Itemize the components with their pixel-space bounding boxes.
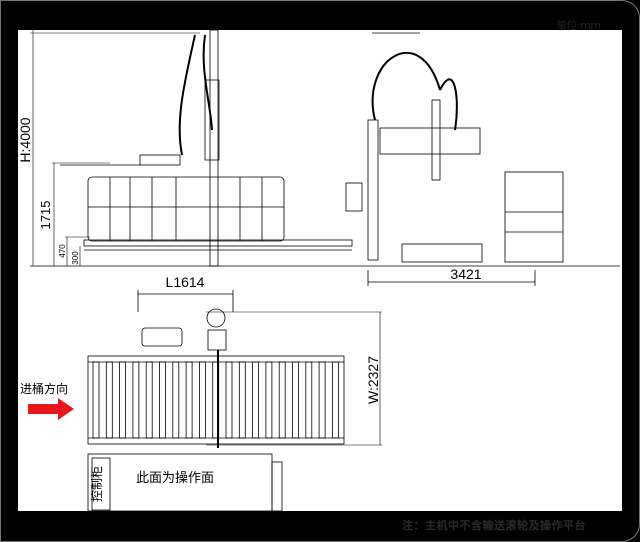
dim-height-conveyor: 300	[71, 251, 80, 265]
conveyor-roller	[238, 361, 246, 439]
conveyor-roller	[265, 361, 273, 439]
conveyor-roller	[185, 361, 193, 439]
conveyor-roller	[252, 361, 260, 439]
side-view-machine	[345, 32, 564, 286]
conveyor-roller	[172, 361, 180, 439]
conveyor-roller	[145, 361, 153, 439]
footnote: 注：主机中不含输送滚轮及操作平台	[402, 519, 586, 532]
conveyor-roller	[92, 361, 100, 439]
conveyor-roller	[278, 361, 286, 439]
control-cabinet-label: 控制柜	[90, 466, 104, 502]
conveyor-roller	[292, 361, 299, 439]
feed-direction-label: 进桶方向	[20, 381, 68, 396]
conveyor-roller	[305, 361, 313, 439]
dim-width-top: W:2327	[365, 356, 381, 404]
dim-length-top: L1614	[166, 274, 205, 290]
conveyor-roller	[132, 361, 140, 439]
front-view-machine	[60, 29, 353, 267]
dim-height-platform: 1715	[38, 201, 53, 230]
conveyor-roller	[198, 361, 206, 439]
conveyor-roller	[105, 361, 113, 439]
top-view-machine	[87, 290, 382, 512]
dim-height-rail: 470	[58, 244, 67, 258]
dim-height-total: H:4000	[17, 117, 33, 162]
conveyor-roller	[119, 361, 126, 439]
conveyor-roller	[225, 361, 233, 439]
unit-label: 单位:mm	[556, 19, 601, 32]
feed-direction-arrow-icon	[28, 398, 74, 420]
conveyor-roller	[318, 361, 326, 439]
dim-length-side: 3421	[450, 266, 481, 282]
conveyor-roller	[331, 361, 339, 439]
conveyor-roller	[159, 361, 166, 439]
height-dimensions	[30, 30, 200, 266]
drawing-sheet	[18, 30, 622, 511]
operation-side-label: 此面为操作面	[136, 470, 214, 485]
